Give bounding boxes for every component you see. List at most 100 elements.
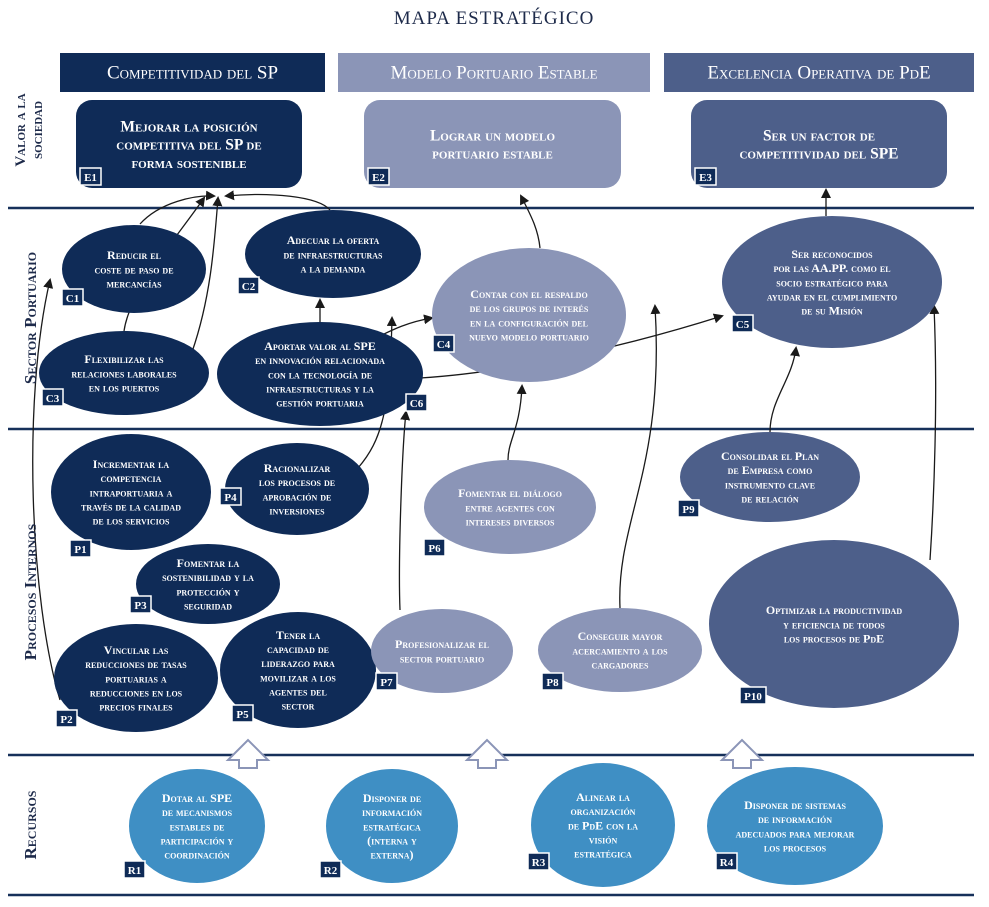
objective-ellipse — [326, 769, 458, 883]
pillar-competitividad — [60, 53, 325, 92]
objective-text-line: inversiones — [269, 504, 325, 518]
objective-tag-box — [61, 288, 84, 307]
objective-text-line: sector portuario — [400, 651, 484, 665]
objective-text-line: los procesos de PdE — [784, 631, 884, 645]
objective-tag-box — [219, 487, 242, 506]
objective-text-line: Ser reconocidos — [791, 247, 873, 261]
objective-tag-box — [405, 393, 428, 412]
objective-text-line: mercancías — [106, 276, 162, 290]
objective-text-line: participación y — [161, 833, 234, 847]
objective-text-line: protección y — [176, 584, 239, 598]
row-sector-label: Sector Portuario — [21, 252, 40, 384]
support-arrow-icon — [464, 738, 510, 769]
objective-text-line: competencia — [101, 471, 162, 485]
objective-tag: P2 — [60, 714, 73, 726]
objective-text-line: forma sostenible — [131, 155, 246, 172]
objective-ellipse — [538, 608, 702, 692]
objective-tag: C6 — [410, 398, 424, 410]
objective-text-line: visión — [589, 832, 618, 846]
objective-text-line: relaciones laborales — [71, 366, 177, 380]
objective-text-line: precios finales — [99, 700, 173, 714]
objective-tag-box — [367, 167, 390, 186]
objective-text-line: organización — [571, 804, 636, 818]
objective-text-line: Tener la — [276, 628, 321, 642]
support-arrow-icon — [225, 738, 271, 769]
objective-text-line: con la tecnología de — [268, 367, 372, 381]
objective-ellipse — [531, 763, 675, 887]
objective-tag: E1 — [84, 172, 97, 184]
objective-text-line: Disponer de sistemas — [744, 798, 846, 812]
objective-ellipse — [371, 609, 513, 693]
objective-text-line: competitividad del SPE — [739, 146, 898, 163]
objective-text-line: los procesos — [764, 841, 827, 855]
objective-text-line: través de la calidad — [81, 499, 181, 513]
objective-text-line: de los grupos de interés — [470, 301, 589, 315]
objective-text-line: Reducir el — [107, 248, 161, 262]
row-procesos-label-line: Procesos Internos — [21, 523, 40, 660]
objective-text-line: Ser un factor de — [763, 127, 875, 144]
objective-tag-box — [319, 860, 342, 879]
connector-p7-c6 — [398, 410, 411, 611]
row-procesos-label: Procesos Internos — [21, 523, 40, 660]
objective-text-line: (interna y — [367, 833, 417, 847]
objective-text-line: de Empresa como — [728, 463, 813, 477]
objective-text-line: Lograr un modelo — [430, 127, 555, 144]
objective-text-line: intraportuaria a — [90, 485, 173, 499]
pillar-excelencia-label: Excelencia Operativa de PdE — [707, 63, 930, 84]
objective-text-line: intereses diversos — [466, 514, 555, 528]
objective-text-line: Adecuar la oferta — [287, 233, 380, 247]
objective-tag: C4 — [437, 339, 451, 351]
objective-tag-box — [129, 595, 152, 614]
objective-text-line: Vincular las — [104, 643, 169, 657]
objective-tag-box — [715, 852, 738, 871]
objective-ellipse — [432, 248, 626, 382]
pillar-modelo — [338, 53, 650, 92]
objective-tag: C1 — [66, 293, 79, 305]
row-sector-label-line: Sector Portuario — [21, 252, 40, 384]
objective-text-line: de los servicios — [93, 514, 170, 528]
objective-text-line: acercamiento a los — [572, 643, 668, 657]
objective-text-line: aprobación de — [263, 489, 332, 503]
objective-text-line: de información — [758, 812, 832, 826]
objective-tag-box — [41, 388, 64, 407]
objective-tag: C3 — [46, 393, 60, 405]
objective-ellipse — [225, 443, 369, 535]
objective-text-line: a la demanda — [301, 261, 366, 275]
objective-text-line: instrumento clave — [725, 477, 815, 491]
objective-text-line: en los puertos — [89, 380, 160, 394]
objective-tag: P3 — [134, 600, 147, 612]
row-valor-label-line: Valor a la — [13, 93, 29, 166]
objective-tag-box — [432, 334, 455, 353]
objective-tag-box — [375, 672, 398, 691]
objective-text-line: reducciones en los — [90, 685, 183, 699]
objective-text-line: Dotar al SPE — [162, 791, 232, 805]
objective-text-line: de su Misión — [801, 304, 863, 318]
objective-text-line: portuarias a — [105, 671, 167, 685]
objective-text-line: sector — [282, 699, 315, 713]
objective-text-line: Optimizar la productividad — [766, 603, 902, 617]
pillar-excelencia — [664, 53, 974, 92]
objective-box — [691, 100, 947, 188]
objective-ellipse — [51, 434, 211, 550]
objective-tag: P10 — [744, 691, 762, 703]
objective-text-line: en la configuración del — [470, 315, 588, 329]
objective-ellipse — [424, 460, 596, 554]
objective-tag-box — [231, 704, 254, 723]
objective-tag: P7 — [380, 677, 393, 689]
objective-p1: Incrementar lacompetenciaintraportuaria … — [51, 434, 211, 558]
objective-tag: P9 — [682, 504, 695, 516]
